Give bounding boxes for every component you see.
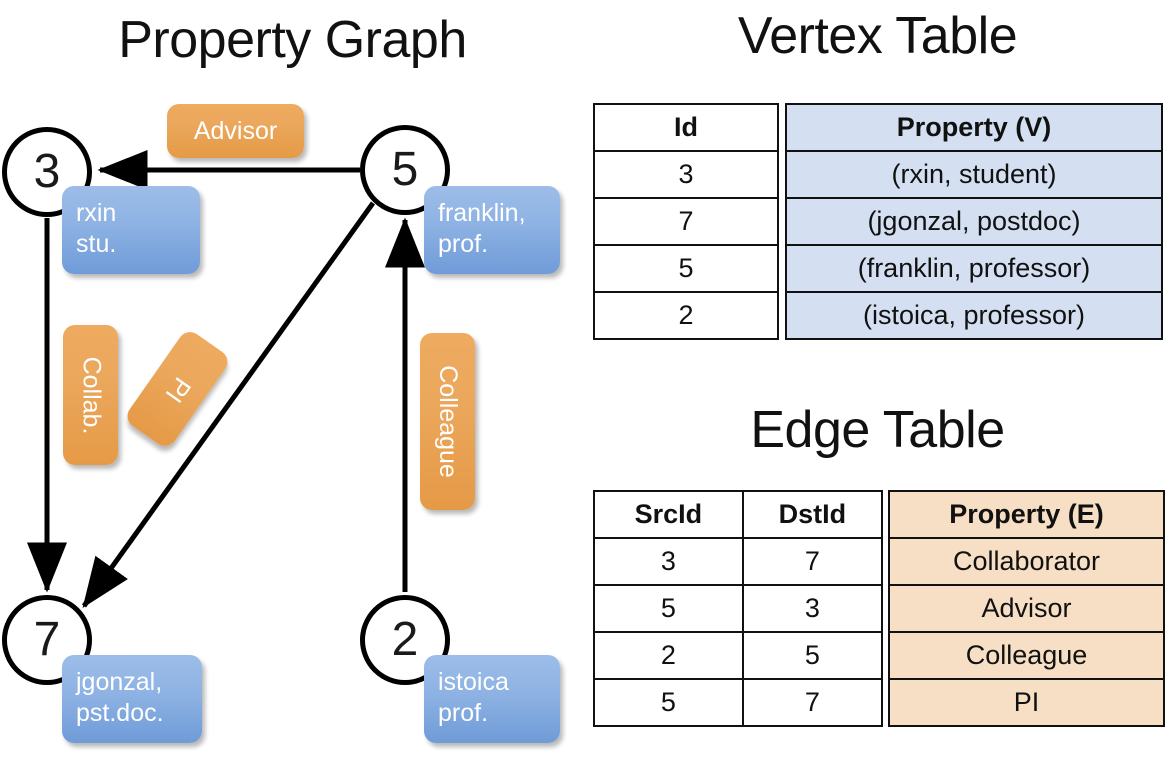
edge-cell-dst: 3	[741, 584, 884, 633]
table-row: 3 7	[593, 537, 884, 586]
edge-header-property: Property (E)	[888, 490, 1165, 539]
graph-node-5[interactable]: 5	[360, 125, 450, 215]
edge-table-title: Edge Table	[750, 401, 1005, 459]
edge-cell-src: 2	[593, 631, 744, 680]
edge-5-to-7	[81, 201, 376, 609]
vertex-cell-property: (rxin, student)	[785, 150, 1163, 199]
table-row: Advisor	[888, 584, 1165, 633]
edge-header-srcid: SrcId	[593, 490, 744, 539]
graph-node-2[interactable]: 2	[360, 595, 450, 685]
node-property-box-2: istoica prof.	[424, 655, 560, 743]
edge-header-dstid: DstId	[741, 490, 884, 539]
edge-table-property-column: Property (E) Collaborator Advisor Collea…	[888, 490, 1165, 727]
vertex-cell-id: 5	[593, 244, 779, 293]
vertex-header-id: Id	[593, 103, 779, 152]
edge-label-text: Colleague	[434, 365, 462, 478]
edge-label-text: Collab.	[77, 356, 106, 434]
edge-label-colleague: Colleague	[420, 333, 475, 510]
node-property-line-2: prof.	[438, 699, 489, 727]
node-property-box-7: jgonzal, pst.doc.	[62, 655, 202, 743]
table-row: (jgonzal, postdoc)	[785, 197, 1163, 246]
table-row: 2 5	[593, 631, 884, 680]
edge-label-text: Advisor	[193, 116, 278, 145]
table-row: Property (V)	[785, 103, 1163, 152]
table-row: 5 3	[593, 584, 884, 633]
table-row: Property (E)	[888, 490, 1165, 539]
edge-cell-src: 3	[593, 537, 744, 586]
table-row: (rxin, student)	[785, 150, 1163, 199]
node-property-line-1: franklin,	[438, 199, 526, 227]
vertex-table-property-column: Property (V) (rxin, student) (jgonzal, p…	[785, 103, 1163, 340]
edge-table-ids: SrcId DstId 3 7 5 3 2 5 5 7	[593, 490, 884, 727]
node-property-line-2: pst.doc.	[76, 699, 164, 727]
table-row: 3	[593, 150, 779, 199]
vertex-cell-id: 7	[593, 197, 779, 246]
table-row: Collaborator	[888, 537, 1165, 586]
table-row: SrcId DstId	[593, 490, 884, 539]
vertex-cell-id: 3	[593, 150, 779, 199]
edge-cell-property: Colleague	[888, 631, 1165, 680]
table-row: (franklin, professor)	[785, 244, 1163, 293]
table-row: Colleague	[888, 631, 1165, 680]
edge-cell-property: Collaborator	[888, 537, 1165, 586]
edge-cell-dst: 7	[741, 678, 884, 727]
table-row: 7	[593, 197, 779, 246]
node-property-line-2: prof.	[438, 230, 489, 258]
table-row: (istoica, professor)	[785, 291, 1163, 340]
vertex-table-id-column: Id 3 7 5 2	[593, 103, 779, 340]
edge-cell-src: 5	[593, 678, 744, 727]
property-graph-title: Property Graph	[118, 11, 467, 69]
table-row: 5	[593, 244, 779, 293]
edge-label-collab: Collab.	[63, 325, 118, 465]
edge-cell-property: Advisor	[888, 584, 1165, 633]
table-row: 2	[593, 291, 779, 340]
vertex-cell-property: (franklin, professor)	[785, 244, 1163, 293]
edge-cell-src: 5	[593, 584, 744, 633]
node-property-line-1: jgonzal,	[76, 668, 163, 696]
vertex-table-title: Vertex Table	[737, 7, 1018, 65]
node-property-box-5: franklin, prof.	[424, 186, 560, 274]
edge-label-advisor: Advisor	[167, 104, 304, 158]
edge-label-text: PI	[159, 371, 197, 407]
vertex-header-property: Property (V)	[785, 103, 1163, 152]
property-graph-panel: Property Graph 3 5 7 2 rxin stu.	[2, 11, 560, 743]
node-property-box-3: rxin stu.	[62, 186, 200, 274]
vertex-cell-property: (jgonzal, postdoc)	[785, 197, 1163, 246]
edge-cell-property: PI	[888, 678, 1165, 727]
edge-cell-dst: 7	[741, 537, 884, 586]
vertex-cell-id: 2	[593, 291, 779, 340]
graph-edges-layer	[27, 150, 425, 609]
table-row: 5 7	[593, 678, 884, 727]
node-property-line-1: istoica	[438, 668, 509, 696]
vertex-cell-property: (istoica, professor)	[785, 291, 1163, 340]
node-property-line-2: stu.	[76, 230, 117, 258]
node-property-line-1: rxin	[76, 199, 117, 227]
table-row: PI	[888, 678, 1165, 727]
table-row: Id	[593, 103, 779, 152]
edge-cell-dst: 5	[741, 631, 884, 680]
